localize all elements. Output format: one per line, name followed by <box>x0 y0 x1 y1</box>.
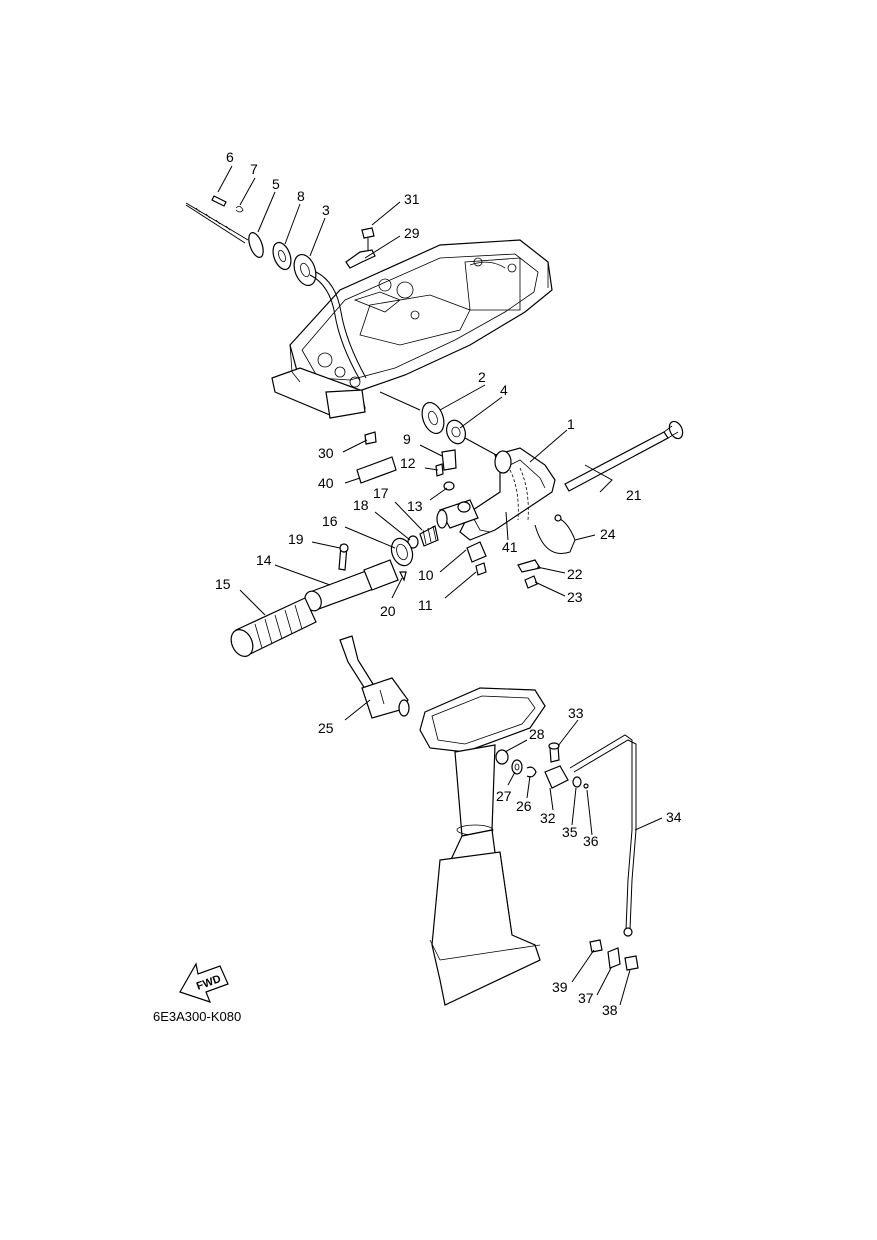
callout-9: 9 <box>403 431 411 447</box>
callout-15: 15 <box>215 576 231 592</box>
decal <box>356 431 397 484</box>
throttle-cable-assembly <box>185 195 367 381</box>
callout-34: 34 <box>666 809 682 825</box>
callout-11: 11 <box>418 597 433 613</box>
upper-casing <box>419 687 546 1006</box>
callout-40: 40 <box>318 475 334 491</box>
callout-1: 1 <box>567 416 575 432</box>
throttle-shaft <box>564 420 684 492</box>
rod-connector-parts <box>589 939 639 971</box>
callout-17: 17 <box>373 485 389 501</box>
callout-32: 32 <box>540 810 556 826</box>
callout-18: 18 <box>353 497 369 513</box>
callout-13: 13 <box>407 498 423 514</box>
bottom-cowling <box>271 239 553 419</box>
callout-12: 12 <box>400 455 416 471</box>
callout-41: 41 <box>502 539 518 555</box>
callout-22: 22 <box>567 566 583 582</box>
callout-31: 31 <box>404 191 420 207</box>
callout-2: 2 <box>478 369 486 385</box>
callout-numbers: 6 7 5 8 3 31 29 2 4 1 9 12 13 30 40 17 1… <box>215 149 682 1018</box>
callout-19: 19 <box>288 531 304 547</box>
forward-arrow-icon: FWD <box>179 962 229 1003</box>
grommets <box>379 391 499 457</box>
callout-4: 4 <box>500 382 508 398</box>
callout-24: 24 <box>600 526 616 542</box>
callout-20: 20 <box>380 603 396 619</box>
drawing-code: 6E3A300-K080 <box>153 1009 241 1024</box>
callout-38: 38 <box>602 1002 618 1018</box>
throttle-grip <box>230 537 414 657</box>
callout-39: 39 <box>552 979 568 995</box>
callout-35: 35 <box>562 824 578 840</box>
shift-rod <box>569 734 637 937</box>
callout-29: 29 <box>404 225 420 241</box>
callout-16: 16 <box>322 513 338 529</box>
callout-27: 27 <box>496 788 512 804</box>
callout-33: 33 <box>568 705 584 721</box>
callout-5: 5 <box>272 176 280 192</box>
callout-21: 21 <box>626 487 642 503</box>
leader-lines <box>217 165 663 1006</box>
callout-6: 6 <box>226 149 234 165</box>
callout-8: 8 <box>297 188 305 204</box>
steering-handle-bracket <box>436 447 556 541</box>
cable-clamp <box>345 227 376 269</box>
callout-7: 7 <box>250 161 258 177</box>
callout-3: 3 <box>322 202 330 218</box>
callout-23: 23 <box>567 589 583 605</box>
stop-switch-wire <box>534 514 576 554</box>
callout-25: 25 <box>318 720 334 736</box>
shift-lever <box>339 635 410 719</box>
callout-37: 37 <box>578 990 594 1006</box>
callout-36: 36 <box>583 833 599 849</box>
shift-linkage-parts <box>495 742 589 789</box>
callout-28: 28 <box>529 726 545 742</box>
callout-10: 10 <box>418 567 434 583</box>
callout-14: 14 <box>256 552 272 568</box>
callout-30: 30 <box>318 445 334 461</box>
small-fasteners <box>407 449 457 549</box>
callout-26: 26 <box>516 798 532 814</box>
